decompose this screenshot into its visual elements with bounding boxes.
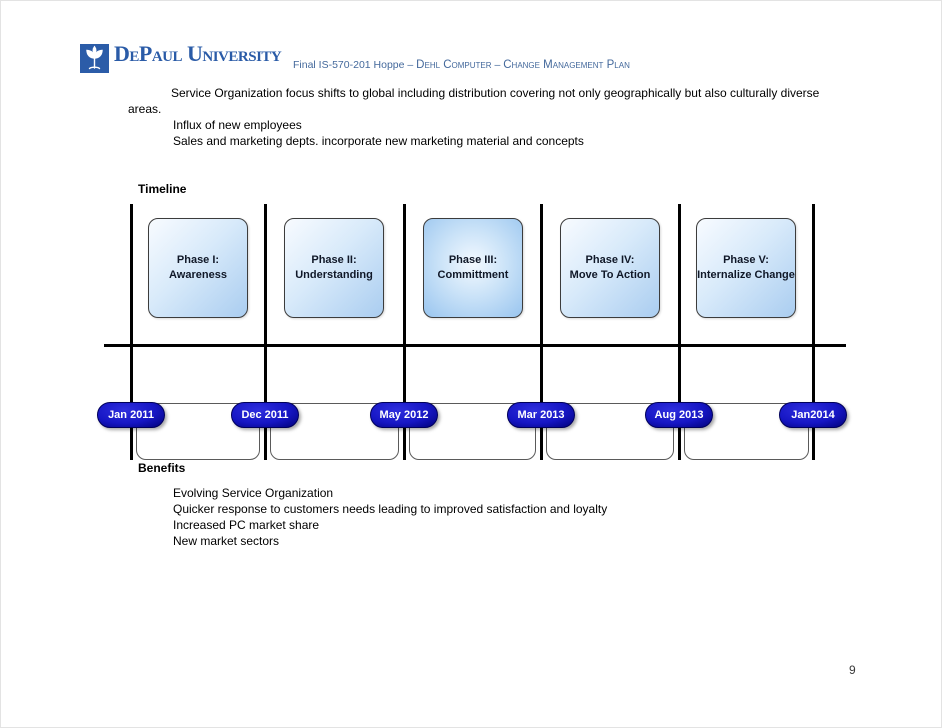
benefits-item: Quicker response to customers needs lead… xyxy=(173,502,608,516)
page-number: 9 xyxy=(849,663,856,677)
benefits-item: New market sectors xyxy=(173,534,280,548)
intro-line: Service Organization focus shifts to glo… xyxy=(171,86,820,100)
doc-header-title: Final IS-570-201 Hoppe – Dehl Computer –… xyxy=(293,59,630,71)
phase-box-internalize-change: Phase V: Internalize Change xyxy=(696,218,796,318)
phase-box-commitment: Phase III: Committment xyxy=(423,218,523,318)
timeline-tick xyxy=(403,204,406,460)
phase-box-understanding: Phase II: Understanding xyxy=(284,218,384,318)
interval-bracket xyxy=(136,403,260,460)
phase-subtitle: Committment xyxy=(437,269,509,281)
doc-title-prefix: Final IS-570-201 Hoppe – xyxy=(293,59,417,71)
timeline-tick xyxy=(540,204,543,460)
phase-title: Phase II: xyxy=(311,254,357,266)
benefits-list: Evolving Service Organization Quicker re… xyxy=(173,485,607,549)
phase-label: Phase III: Committment xyxy=(438,253,509,283)
interval-bracket xyxy=(546,403,674,460)
intro-line: Sales and marketing depts. incorporate n… xyxy=(173,134,584,148)
phase-subtitle: Move To Action xyxy=(569,269,651,281)
phase-subtitle: Awareness xyxy=(169,269,227,281)
benefits-item: Increased PC market share xyxy=(173,518,320,532)
depaul-wordmark: DePaul University xyxy=(114,41,282,66)
intro-paragraph: Service Organization focus shifts to glo… xyxy=(128,85,819,149)
date-pill: Jan2014 xyxy=(779,402,847,428)
phase-label: Phase II: Understanding xyxy=(295,253,373,283)
phase-label: Phase I: Awareness xyxy=(169,253,227,283)
phase-box-awareness: Phase I: Awareness xyxy=(148,218,248,318)
phase-title: Phase III: xyxy=(448,254,498,266)
date-pill: Mar 2013 xyxy=(507,402,575,428)
date-pill: Jan 2011 xyxy=(97,402,165,428)
doc-title-separator: – xyxy=(491,59,504,71)
phase-label: Phase V: Internalize Change xyxy=(697,253,795,283)
date-pill: May 2012 xyxy=(370,402,438,428)
timeline-tick xyxy=(678,204,681,460)
interval-bracket xyxy=(409,403,536,460)
timeline-tick xyxy=(264,204,267,460)
timeline-axis xyxy=(104,344,846,347)
benefits-item: Evolving Service Organization xyxy=(173,486,334,500)
phase-subtitle: Understanding xyxy=(295,269,373,281)
phase-title: Phase V: xyxy=(723,254,769,266)
doc-title-company: Dehl Computer xyxy=(416,59,492,71)
phase-title: Phase I: xyxy=(176,254,220,266)
timeline-tick xyxy=(130,204,133,460)
depaul-tree-shield-icon xyxy=(80,44,109,73)
phase-title: Phase IV: xyxy=(585,254,635,266)
timeline-tick xyxy=(812,204,815,460)
intro-line: areas. xyxy=(128,102,162,116)
phase-box-move-to-action: Phase IV: Move To Action xyxy=(560,218,660,318)
date-pill: Dec 2011 xyxy=(231,402,299,428)
phase-subtitle: Internalize Change xyxy=(697,269,795,281)
interval-bracket xyxy=(270,403,399,460)
interval-bracket xyxy=(684,403,809,460)
doc-title-plan: Change Management Plan xyxy=(503,59,630,71)
timeline-heading: Timeline xyxy=(138,182,187,196)
benefits-heading: Benefits xyxy=(138,461,186,475)
date-pill: Aug 2013 xyxy=(645,402,713,428)
intro-line: Influx of new employees xyxy=(173,118,302,132)
phase-label: Phase IV: Move To Action xyxy=(570,253,651,283)
